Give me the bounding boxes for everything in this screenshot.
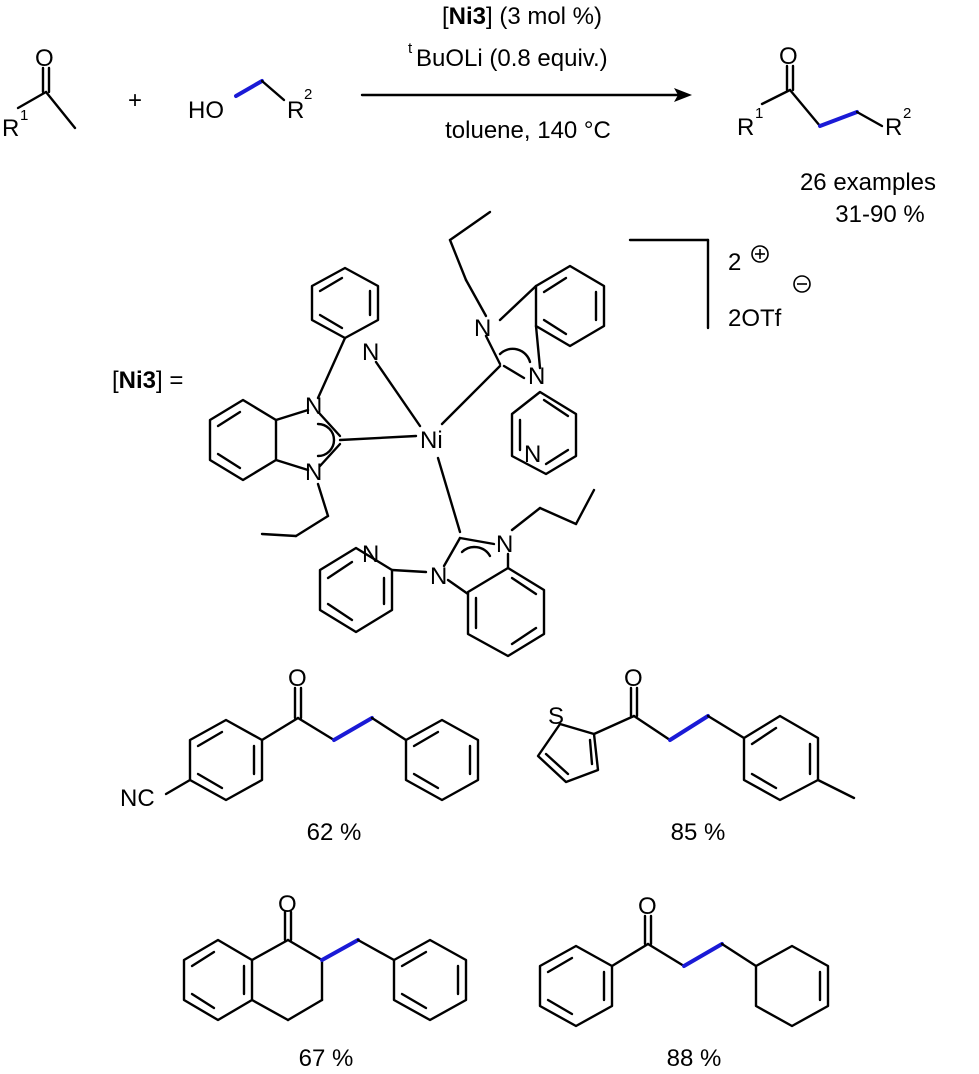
catalyst-label: [Ni3] = bbox=[112, 367, 183, 394]
nhc-bottom-n2: N bbox=[496, 531, 513, 558]
example-4-structure: O bbox=[538, 893, 830, 1028]
pyridine-right-n: N bbox=[524, 441, 541, 468]
nhc-right-n1: N bbox=[474, 315, 491, 342]
example-1-structure: NC O bbox=[120, 665, 480, 812]
example-3-structure: O bbox=[182, 891, 468, 1022]
nhc-left-n1: N bbox=[305, 393, 322, 420]
counterion: 2OTf bbox=[728, 305, 782, 332]
ketone-r1-label: R bbox=[2, 115, 19, 142]
ex1-nitrile-label: NC bbox=[120, 785, 155, 812]
yield-range: 31-90 % bbox=[835, 201, 924, 228]
examples-count: 26 examples bbox=[800, 169, 936, 196]
ni-atom: Ni bbox=[420, 427, 443, 454]
ex1-oxygen: O bbox=[288, 665, 307, 692]
base-conditions: BuOLi (0.8 equiv.) bbox=[416, 45, 608, 72]
catalyst-structure: Ni N N N N N bbox=[208, 210, 606, 658]
ex3-oxygen: O bbox=[278, 891, 297, 918]
pyridine-bottom-n: N bbox=[362, 541, 379, 568]
ex1-yield: 62 % bbox=[307, 819, 362, 846]
catalyst-loading: [Ni3] (3 mol %) bbox=[442, 3, 602, 30]
ex2-yield: 85 % bbox=[671, 819, 726, 846]
ex2-sulfur: S bbox=[548, 703, 564, 730]
reaction-arrow bbox=[360, 88, 692, 102]
pyridine-left-n: N bbox=[362, 339, 379, 366]
product-r1-label: R bbox=[737, 114, 754, 141]
example-2-structure: S O bbox=[536, 665, 856, 802]
alcohol-ho-label: HO bbox=[188, 97, 224, 124]
ex4-yield: 88 % bbox=[667, 1045, 722, 1072]
reactant-alcohol: HO R 2 bbox=[188, 79, 312, 124]
product-r2-sup: 2 bbox=[903, 105, 911, 122]
plus-sign: + bbox=[128, 87, 142, 114]
nhc-left-n2: N bbox=[305, 459, 322, 486]
product-ketone: O R 1 R 2 bbox=[737, 43, 911, 141]
alcohol-r2-sup: 2 bbox=[304, 86, 312, 103]
ex2-oxygen: O bbox=[624, 665, 643, 692]
alcohol-r2-label: R bbox=[287, 97, 304, 124]
charge-bracket: 2 2OTf bbox=[628, 238, 811, 332]
ex3-yield: 67 % bbox=[299, 1045, 354, 1072]
product-r2-label: R bbox=[885, 114, 902, 141]
product-oxygen: O bbox=[779, 43, 798, 70]
charge-value: 2 bbox=[728, 249, 741, 276]
solvent-temperature: toluene, 140 °C bbox=[445, 117, 611, 144]
reactant-ketone: O R 1 bbox=[2, 45, 77, 142]
nhc-right-n2: N bbox=[528, 363, 545, 390]
ketone-oxygen: O bbox=[35, 45, 54, 72]
nhc-bottom-n1: N bbox=[430, 563, 447, 590]
product-r1-sup: 1 bbox=[755, 105, 763, 122]
reaction-conditions: [Ni3] (3 mol %) t BuOLi (0.8 equiv.) tol… bbox=[408, 3, 611, 144]
ex4-oxygen: O bbox=[638, 893, 657, 920]
ketone-r1-sup: 1 bbox=[20, 107, 28, 124]
base-superscript: t bbox=[408, 40, 413, 57]
